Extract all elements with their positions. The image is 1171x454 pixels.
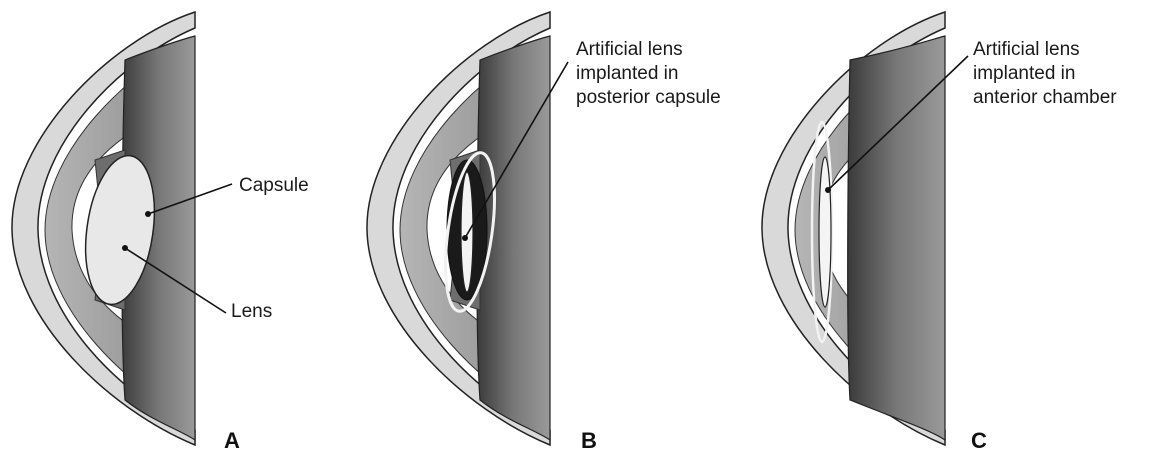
panel-letter-a: A: [224, 428, 240, 454]
artificial-lens-b: [461, 172, 473, 292]
panel-letter-b: B: [581, 428, 597, 454]
panel-b: Artificial lens implanted in posterior c…: [355, 0, 755, 454]
lens-label: Lens: [231, 300, 272, 324]
artificial-lens-c: [819, 157, 831, 307]
panel-a: Capsule Lens A: [0, 0, 390, 454]
eye-cross-section-a: [0, 0, 390, 454]
panel-letter-c: C: [971, 428, 987, 454]
posterior-lens-label: Artificial lens implanted in posterior c…: [576, 38, 721, 110]
capsule-label: Capsule: [239, 174, 309, 198]
anterior-lens-label: Artificial lens implanted in anterior ch…: [973, 38, 1117, 110]
panel-c: Artificial lens implanted in anterior ch…: [750, 0, 1171, 454]
